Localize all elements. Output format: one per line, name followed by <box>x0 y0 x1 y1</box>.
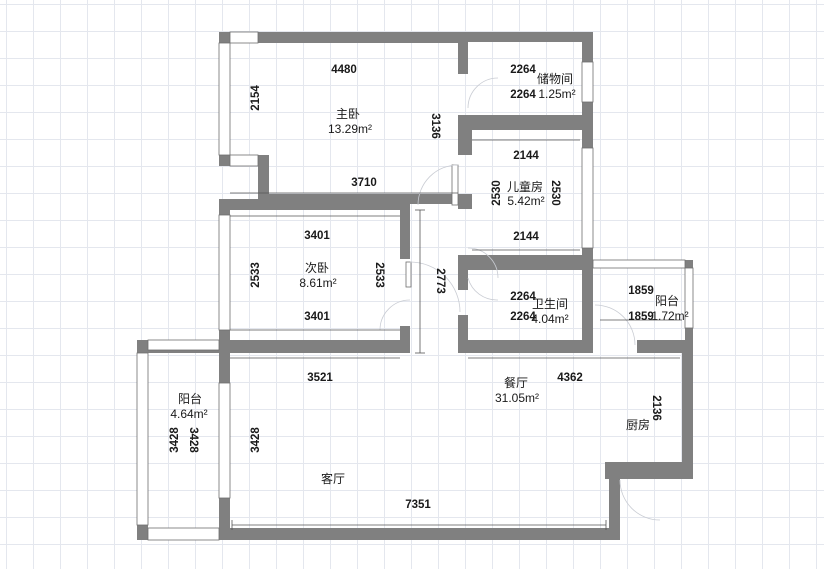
room-second-area: 8.61m² <box>299 276 336 290</box>
dim-kids-top: 2144 <box>513 150 539 162</box>
room-balcony-left-area: 4.64m² <box>170 407 207 421</box>
room-dining-name: 餐厅 <box>504 375 528 390</box>
dim-living-top: 3521 <box>307 372 333 384</box>
dim-kids-right: 2530 <box>549 180 561 206</box>
room-second-name: 次卧 <box>305 261 329 275</box>
dim-living-bottom: 7351 <box>405 499 431 511</box>
room-storage-name: 储物间 <box>537 71 573 86</box>
dim-balcony-right-top: 1859 <box>628 285 654 297</box>
dim-second-top: 3401 <box>304 230 330 242</box>
room-storage-area: 1.25m² <box>538 87 575 101</box>
dim-second-right: 2533 <box>373 262 385 288</box>
dim-balcony-right-bottom: 1859 <box>628 311 654 323</box>
room-kitchen-name: 厨房 <box>626 417 650 432</box>
room-labels: 主卧 13.29m² 储物间 1.25m² 儿童房 5.42m² 次卧 8.61… <box>170 71 688 486</box>
dim-balcony-left-right: 3428 <box>187 427 199 453</box>
room-bath-area: 4.04m² <box>531 312 568 326</box>
dimension-labels: 4480 2154 3136 3710 2264 2264 2144 2530 … <box>169 64 662 511</box>
room-kids-name: 儿童房 <box>507 179 543 194</box>
dim-living-left: 3428 <box>250 427 262 453</box>
dim-master-right: 3136 <box>429 113 441 139</box>
dim-bath-bottom: 2264 <box>510 311 536 323</box>
room-living-name: 客厅 <box>321 471 345 486</box>
room-balcony-left-name: 阳台 <box>178 391 202 406</box>
room-master-area: 13.29m² <box>328 122 372 136</box>
dim-kitchen-right: 2136 <box>650 395 662 421</box>
dim-kids-left: 2530 <box>491 180 503 206</box>
dimension-lines <box>230 139 682 530</box>
dim-storage-top: 2264 <box>510 64 536 76</box>
doors <box>379 77 661 521</box>
dim-storage-bottom: 2264 <box>510 89 536 101</box>
room-dining-area: 31.05m² <box>495 391 539 405</box>
room-balcony-right-area: 1.72m² <box>651 309 688 323</box>
room-bath-name: 卫生间 <box>532 297 568 311</box>
dim-dining-top: 4362 <box>557 372 583 384</box>
dim-balcony-left-left: 3428 <box>169 427 181 453</box>
room-master-name: 主卧 <box>336 107 360 121</box>
dim-second-left: 2533 <box>250 262 262 288</box>
dim-kids-bottom: 2144 <box>513 231 539 243</box>
dim-bath-top: 2264 <box>510 291 536 303</box>
dim-second-bottom: 3401 <box>304 311 330 323</box>
dim-master-top: 4480 <box>331 64 357 76</box>
dim-master-bottom: 3710 <box>351 177 377 189</box>
windows <box>136 31 694 541</box>
room-balcony-right-name: 阳台 <box>655 293 679 308</box>
dim-master-left: 2154 <box>250 85 262 111</box>
dim-corridor: 2773 <box>434 268 446 294</box>
room-kids-area: 5.42m² <box>507 194 544 208</box>
